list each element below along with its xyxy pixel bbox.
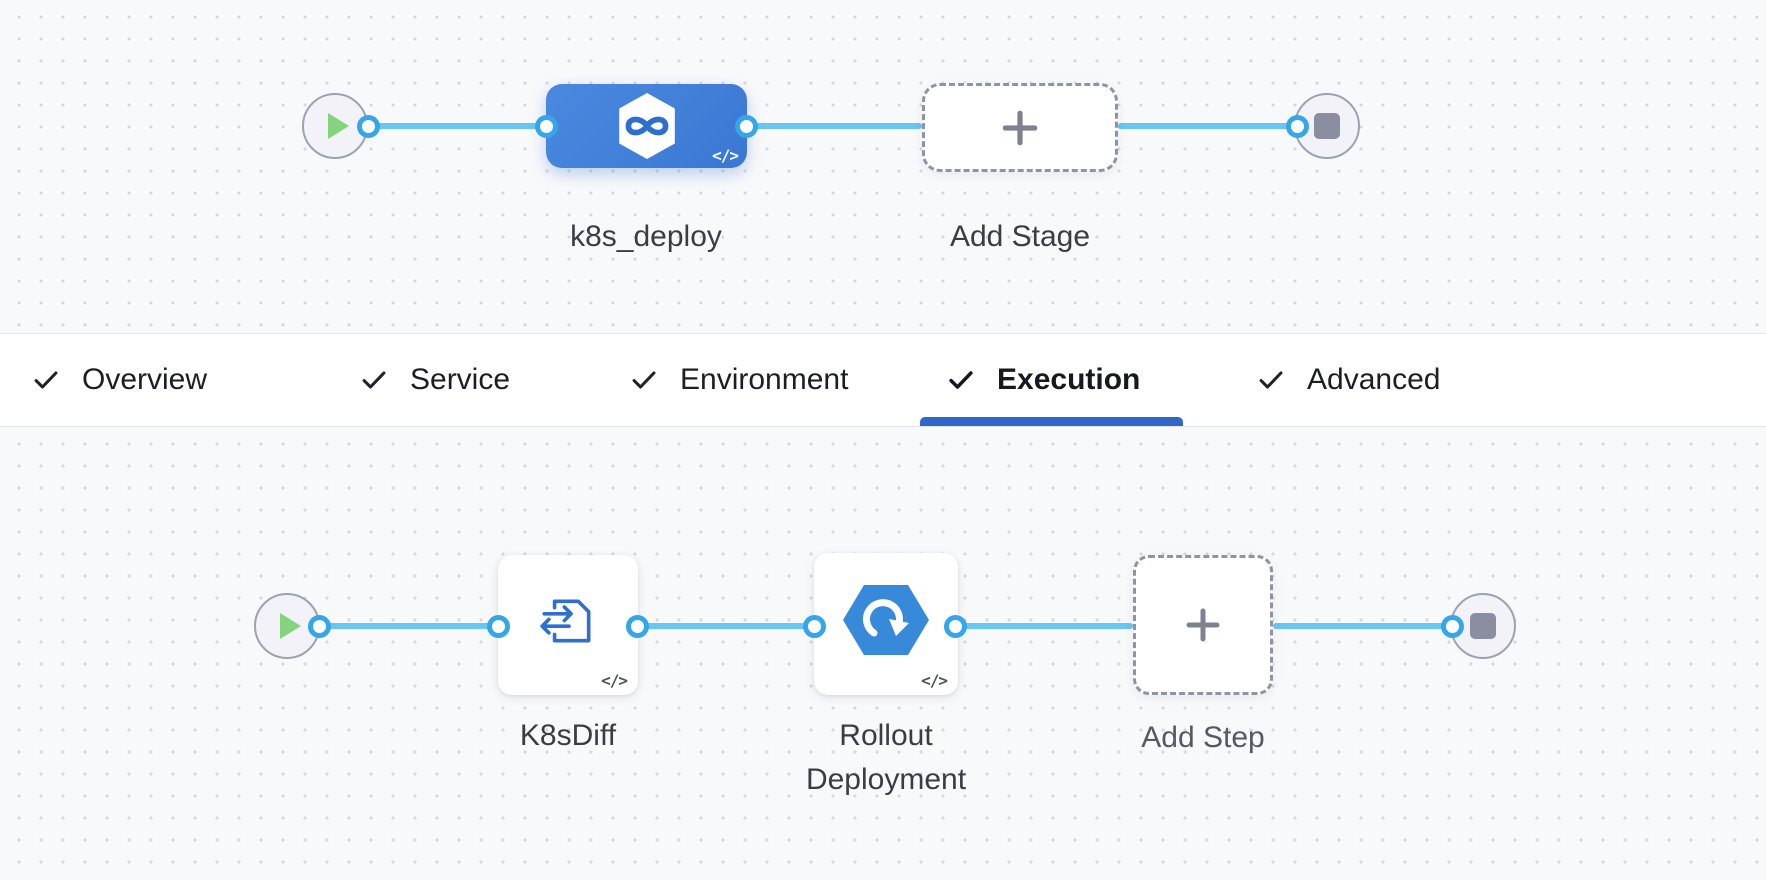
- step-name-label: K8sDiff: [519, 719, 617, 752]
- flow-line: [1273, 623, 1452, 629]
- tab-execution[interactable]: Execution: [947, 334, 1140, 426]
- stage-config-tabs: Overview Service Environment Execution A: [0, 333, 1766, 427]
- stop-icon: [1314, 113, 1340, 139]
- play-icon: [279, 613, 301, 639]
- code-icon: </>: [712, 146, 739, 165]
- connector-dot: [803, 615, 826, 638]
- connector-dot: [944, 615, 967, 638]
- stop-icon: [1470, 613, 1496, 639]
- connector-dot: [626, 615, 649, 638]
- connector-dot: [357, 115, 380, 138]
- tab-label: Overview: [82, 363, 208, 396]
- code-icon: </>: [601, 671, 628, 690]
- end-node[interactable]: [1294, 93, 1360, 159]
- flow-line: [955, 623, 1133, 629]
- active-tab-underline: [920, 417, 1183, 426]
- tab-label: Execution: [997, 363, 1141, 396]
- flow-line: [637, 623, 814, 629]
- plus-icon: [1002, 110, 1038, 145]
- flow-line: [746, 123, 922, 129]
- stage-node-k8s-deploy[interactable]: </>: [546, 84, 747, 168]
- connector-dot: [487, 615, 510, 638]
- check-icon: [1259, 371, 1283, 389]
- connector-dot: [535, 115, 558, 138]
- play-icon: [327, 113, 349, 139]
- connector-dot: [308, 615, 331, 638]
- tab-overview[interactable]: Overview: [32, 334, 207, 426]
- add-stage-button[interactable]: [922, 83, 1118, 172]
- step-node-rollout-deployment[interactable]: </>: [814, 553, 958, 695]
- connector-dot: [1286, 115, 1309, 138]
- flow-line: [319, 623, 498, 629]
- check-icon: [949, 371, 973, 389]
- stage-canvas[interactable]: </> k8s_deploy Add Stage: [0, 0, 1766, 333]
- add-step-label: Add Step: [1141, 721, 1265, 754]
- flow-line: [1118, 123, 1297, 129]
- code-icon: </>: [921, 671, 948, 690]
- k8s-diff-icon: [540, 599, 591, 643]
- add-step-button[interactable]: [1133, 555, 1273, 695]
- tab-label: Advanced: [1307, 363, 1441, 396]
- rollout-deployment-icon: [843, 585, 929, 655]
- step-node-k8sdiff[interactable]: </>: [498, 555, 638, 695]
- tab-environment[interactable]: Environment: [630, 334, 848, 426]
- tab-advanced[interactable]: Advanced: [1257, 334, 1440, 426]
- flow-line: [368, 123, 546, 129]
- check-icon: [632, 371, 656, 389]
- connector-dot: [735, 115, 758, 138]
- connector-dot: [1441, 615, 1464, 638]
- tab-label: Service: [410, 363, 511, 396]
- harness-logo-icon: [616, 92, 678, 160]
- step-name-label: Rollout Deployment: [805, 719, 967, 796]
- tab-service[interactable]: Service: [360, 334, 510, 426]
- tab-label: Environment: [680, 363, 849, 396]
- add-stage-label: Add Stage: [949, 220, 1091, 253]
- stage-name-label: k8s_deploy: [570, 220, 722, 253]
- execution-canvas[interactable]: </> </> K8sDiff Rollout Deployment Ad: [0, 427, 1766, 880]
- check-icon: [34, 371, 58, 389]
- check-icon: [362, 371, 386, 389]
- plus-icon: [1186, 608, 1220, 642]
